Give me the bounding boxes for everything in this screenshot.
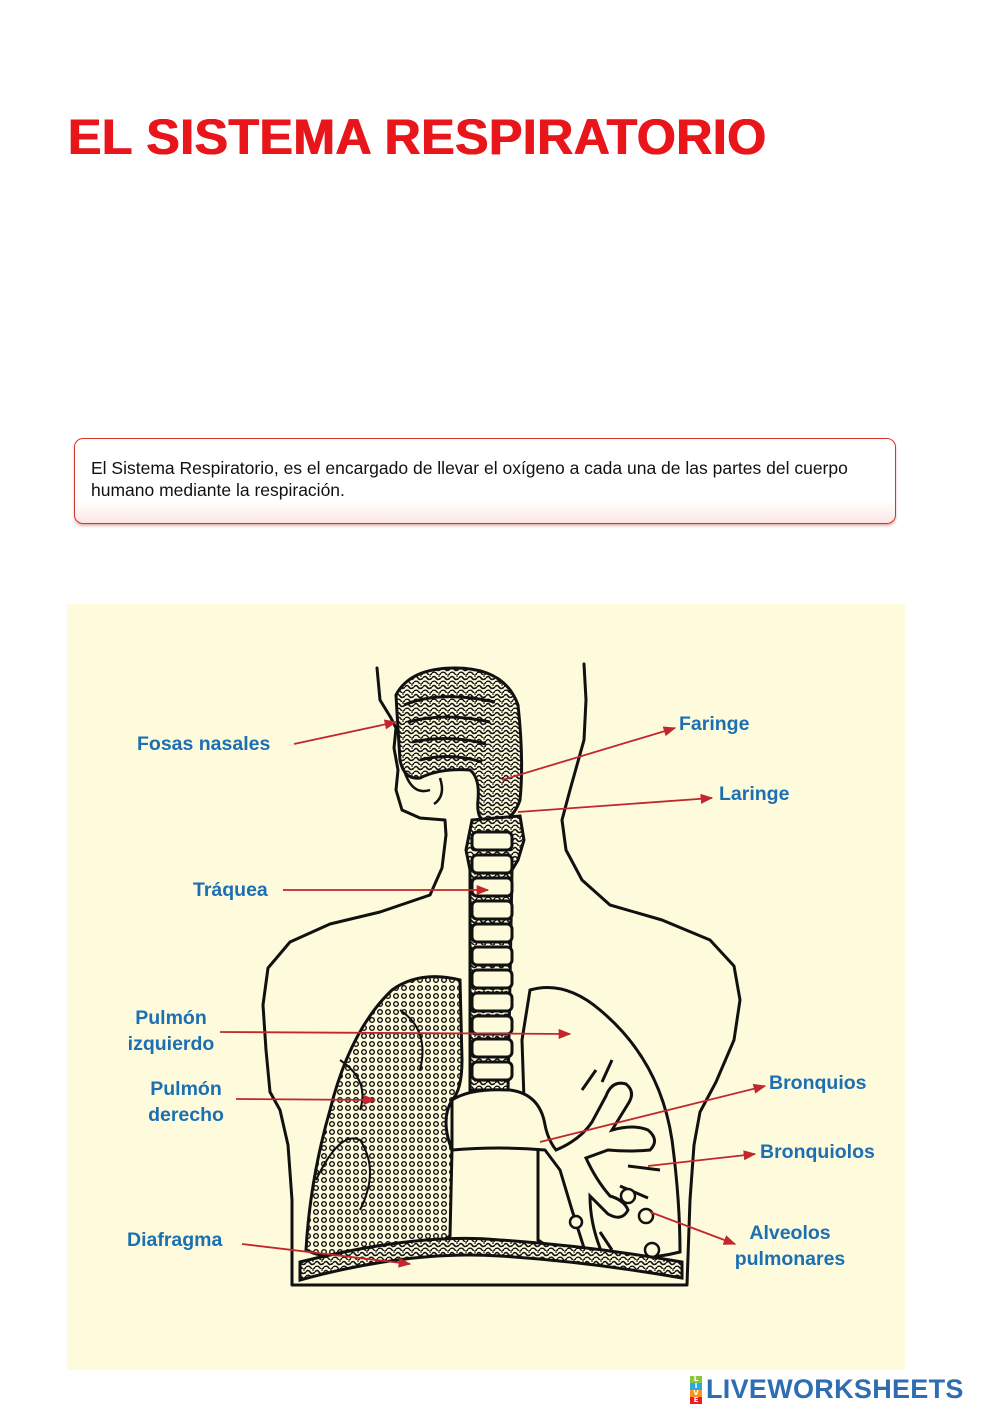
label-pulmon-izquierdo-line1: Pulmón xyxy=(115,1005,227,1031)
arrow-pulmon-derecho xyxy=(236,1099,375,1100)
right-lung-texture xyxy=(306,977,462,1258)
label-diafragma: Diafragma xyxy=(127,1227,222,1253)
label-pulmon-derecho: Pulmón derecho xyxy=(130,1076,242,1128)
nasal-cavity xyxy=(396,668,522,824)
label-pulmon-izquierdo-line2: izquierdo xyxy=(115,1031,227,1057)
label-fosas-nasales: Fosas nasales xyxy=(137,731,270,757)
liveworksheets-logo[interactable]: L I V E LIVEWORKSHEETS xyxy=(690,1374,964,1404)
label-alveolos-pulmonares: Alveolos pulmonares xyxy=(722,1220,858,1272)
liveworksheets-mark-icon: L I V E xyxy=(690,1376,702,1402)
label-alveolos-line2: pulmonares xyxy=(722,1246,858,1272)
label-pulmon-izquierdo: Pulmón izquierdo xyxy=(115,1005,227,1057)
mark-letter-e: E xyxy=(690,1397,702,1404)
trachea xyxy=(466,816,524,1090)
arrow-laringe xyxy=(518,798,712,812)
label-laringe: Laringe xyxy=(719,781,789,807)
label-alveolos-line1: Alveolos xyxy=(722,1220,858,1246)
label-faringe: Faringe xyxy=(679,711,749,737)
arrow-faringe xyxy=(502,728,675,780)
arrow-pulmon-izquierdo xyxy=(220,1032,570,1034)
liveworksheets-wordmark: LIVEWORKSHEETS xyxy=(706,1374,964,1405)
arrow-fosas-nasales xyxy=(294,722,396,744)
label-bronquiolos: Bronquiolos xyxy=(760,1139,875,1165)
label-traquea: Tráquea xyxy=(193,877,268,903)
label-pulmon-derecho-line1: Pulmón xyxy=(130,1076,242,1102)
label-pulmon-derecho-line2: derecho xyxy=(130,1102,242,1128)
label-bronquios: Bronquios xyxy=(769,1070,867,1096)
